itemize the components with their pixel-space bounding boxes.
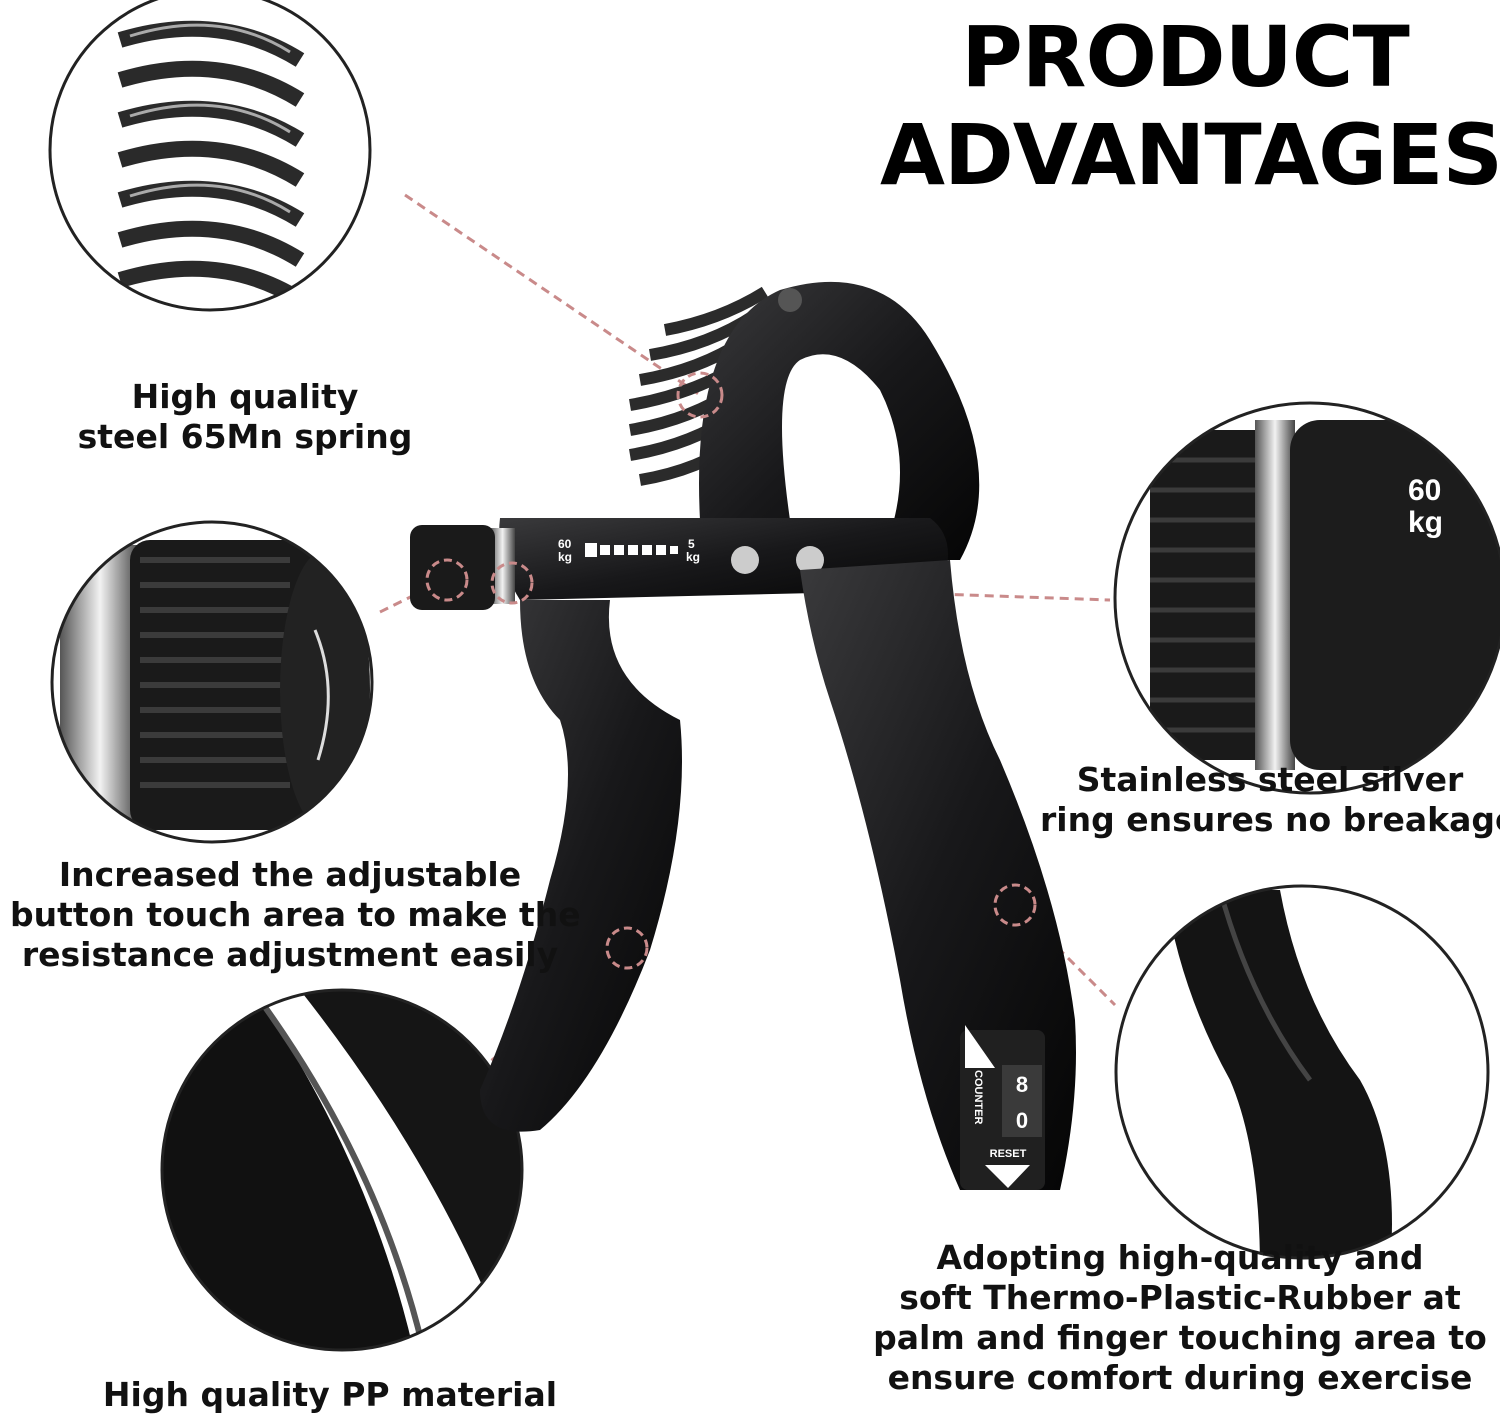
- ring-detail-circle: 60 kg: [1115, 403, 1500, 793]
- hand-gripper: 60 kg 5 kg 8 0 COUNTER RESET: [410, 281, 1076, 1190]
- caption-line: soft Thermo-Plastic-Rubber at: [899, 1278, 1461, 1317]
- counter-digit-1: 8: [1016, 1072, 1028, 1097]
- detail-scale-value: 60: [1408, 474, 1441, 507]
- caption-line: steel 65Mn spring: [77, 417, 413, 456]
- detail-scale-unit: kg: [1408, 506, 1443, 539]
- page-title: PRODUCT ADVANTAGES: [880, 8, 1500, 204]
- scale-unit-max: kg: [558, 550, 572, 564]
- title-line-1: PRODUCT: [961, 8, 1410, 106]
- feature-pp-material: High quality PP material: [80, 1375, 580, 1415]
- caption-line: High quality PP material: [102, 1375, 558, 1414]
- scale-max: 60: [558, 537, 572, 551]
- caption-line: High quality: [131, 377, 359, 416]
- caption-line: palm and finger touching area to: [873, 1318, 1487, 1357]
- spring-detail-circle: [50, 0, 370, 310]
- title-line-2: ADVANTAGES: [880, 106, 1500, 204]
- caption-line: Increased the adjustable: [58, 855, 522, 894]
- circle-outline: [48, 0, 372, 312]
- feature-ring: Stainless steel silver ring ensures no b…: [1040, 760, 1500, 840]
- knob-detail-circle: [52, 522, 372, 842]
- counter-digit-2: 0: [1016, 1108, 1028, 1133]
- reset-label: RESET: [990, 1148, 1027, 1160]
- pp-material-detail-circle: [162, 990, 522, 1350]
- caption-line: button touch area to make the: [10, 895, 581, 934]
- scale-min: 5: [688, 537, 695, 551]
- caption-line: ensure comfort during exercise: [887, 1358, 1473, 1397]
- feature-knob: Increased the adjustable button touch ar…: [10, 855, 581, 975]
- caption-line: resistance adjustment easily: [21, 935, 559, 974]
- counter-label: COUNTER: [972, 1070, 984, 1124]
- feature-spring: High quality steel 65Mn spring: [60, 377, 430, 457]
- caption-line: Stainless steel silver: [1076, 760, 1464, 799]
- highlight-markers: [425, 371, 1037, 970]
- caption-line: ring ensures no breakage: [1040, 800, 1500, 839]
- caption-line: Adopting high-quality and: [936, 1238, 1424, 1277]
- feature-tpr: Adopting high-quality and soft Thermo-Pl…: [870, 1238, 1490, 1398]
- tpr-detail-circle: [1116, 886, 1488, 1258]
- scale-unit-min: kg: [686, 550, 700, 564]
